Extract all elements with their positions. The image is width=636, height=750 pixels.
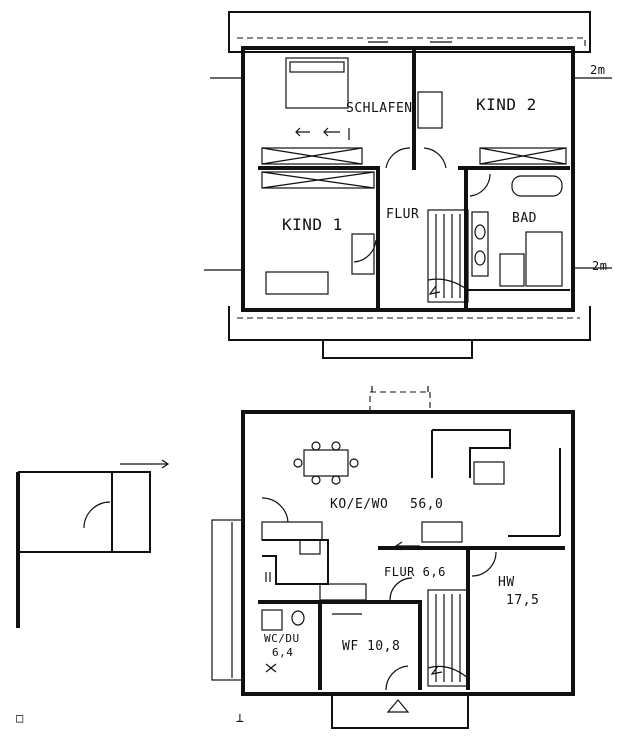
marker-left: □ [16,711,24,725]
upper-balcony-step [322,340,473,359]
room-area-kewo: 56,0 [410,497,443,512]
room-label-kind2: KIND 2 [476,95,537,114]
upper-roof-outline [228,11,591,53]
upper-floor-plan: SCHLAFEN KIND 2 KIND 1 FLUR BAD 2m 2m [204,11,612,359]
room-label-flur-ground: FLUR 6,6 [384,565,446,579]
upper-roof-dashed [237,37,586,48]
dimension-label-right-top: 2m [590,63,605,77]
upper-outer-wall [241,46,575,312]
upper-balcony [228,306,591,341]
room-label-kewo: KO/E/WO [330,497,388,512]
ground-floor-plan: KO/E/WO 56,0 FLUR 6,6 HW 17,5 WC/DU 6,4 … [211,386,575,729]
room-area-wcdu: 6,4 [272,646,293,659]
room-label-bad: BAD [512,211,537,226]
dimension-label-right-bottom: 2m [592,259,607,273]
side-detail-plan [16,459,170,628]
room-label-wcdu: WC/DU [264,632,300,645]
room-label-schlafen: SCHLAFEN [346,101,413,116]
marker-right: ⊥ [236,711,244,726]
room-label-kind1: KIND 1 [282,215,343,234]
room-area-hw: 17,5 [506,593,539,608]
room-label-wf: WF 10,8 [342,639,400,654]
room-label-hw: HW [498,575,515,590]
room-label-flur-upper: FLUR [386,207,419,222]
